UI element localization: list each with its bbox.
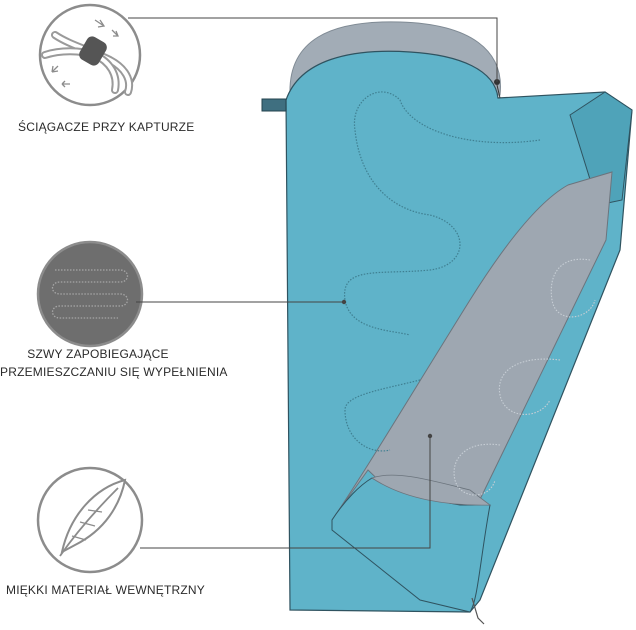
feature-label-soft-lining: MIĘKKI MATERIAŁ WEWNĘTRZNY bbox=[6, 581, 205, 599]
leader-line-material bbox=[140, 436, 431, 549]
leader-lines bbox=[128, 17, 498, 549]
sleeping-bag bbox=[261, 21, 633, 625]
leader-dots bbox=[341, 299, 433, 439]
feature-label-anti-shift-seams: SZWY ZAPOBIEGAJĄCE PRZEMIESZCZANIU SIĘ W… bbox=[0, 345, 228, 381]
feature-label-text: MIĘKKI MATERIAŁ WEWNĘTRZNY bbox=[6, 583, 205, 597]
feature-label-line-2: PRZEMIESZCZANIU SIĘ WYPEŁNIENIA bbox=[0, 365, 228, 379]
leader-line-hood bbox=[128, 17, 498, 82]
lining-edge bbox=[371, 474, 492, 506]
outer-quilting bbox=[344, 91, 541, 452]
bottom-zip-pull bbox=[471, 597, 485, 625]
feature-label-line-1: SZWY ZAPOBIEGAJĄCE bbox=[27, 347, 169, 361]
quilted-seams-icon bbox=[36, 240, 144, 348]
zip-tab bbox=[261, 98, 287, 112]
feather-icon bbox=[36, 466, 144, 574]
feature-label-hood-drawcord: ŚCIĄGACZE PRZY KAPTURZE bbox=[18, 118, 194, 136]
feature-label-text: ŚCIĄGACZE PRZY KAPTURZE bbox=[18, 120, 195, 134]
lining-quilting bbox=[453, 258, 596, 496]
drawcord-icon bbox=[38, 3, 142, 107]
